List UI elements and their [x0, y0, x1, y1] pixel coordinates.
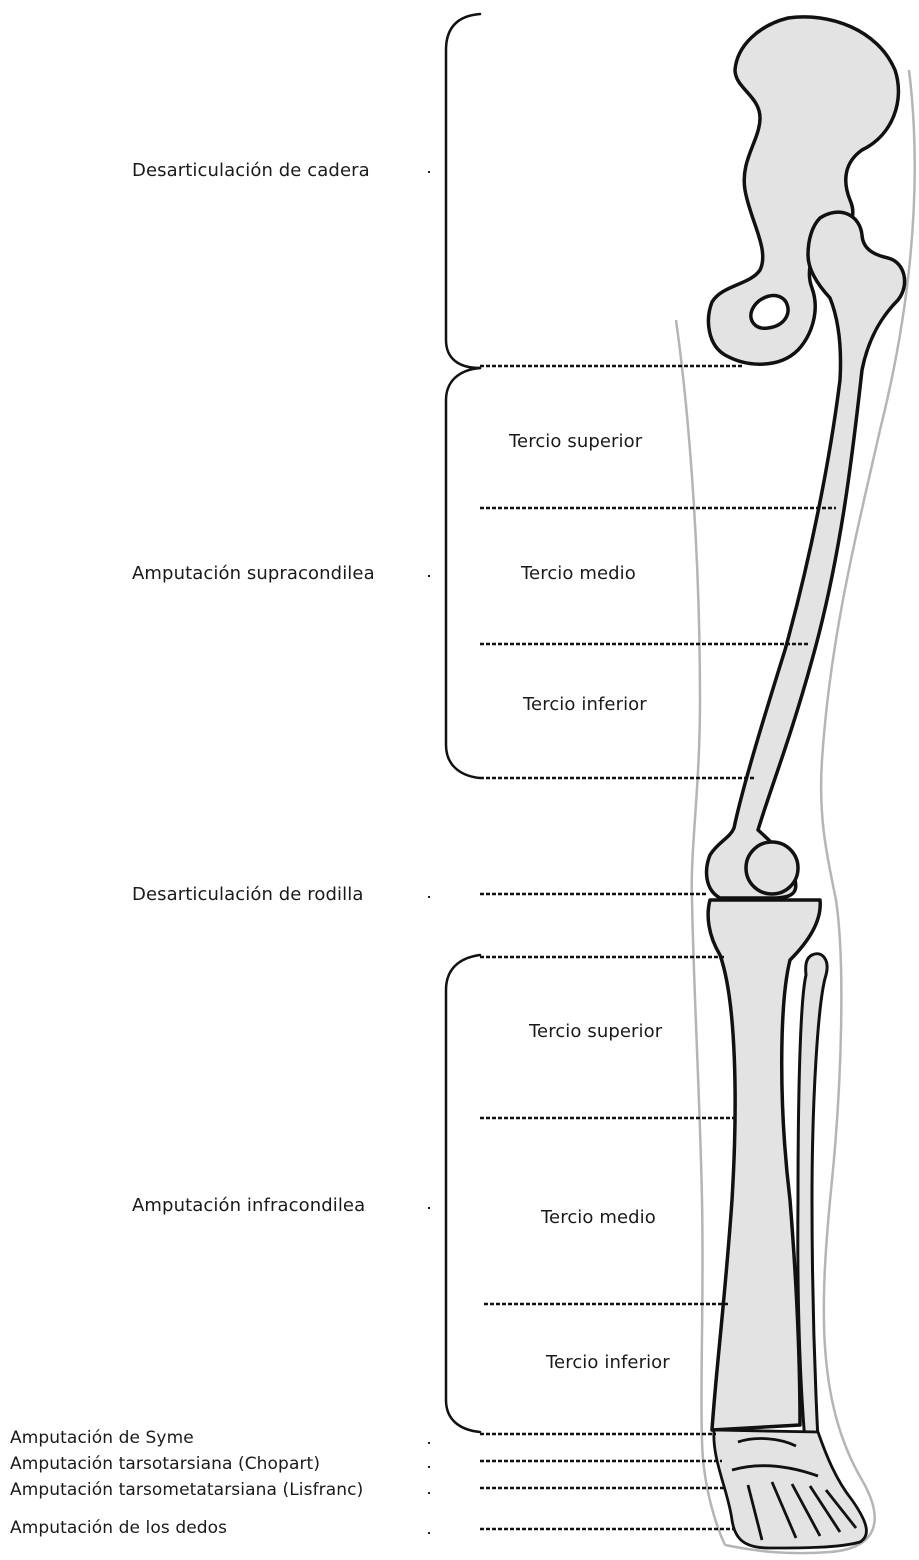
- supracondylar-bracket: [446, 368, 480, 778]
- label-infracondylar-amputation: Amputación infracondilea: [132, 1195, 365, 1217]
- separator-dot: [428, 1442, 430, 1444]
- brackets: [446, 14, 480, 1432]
- separator-dot: [428, 1207, 430, 1209]
- label-leg-middle-third: Tercio medio: [541, 1207, 656, 1229]
- label-hip-disarticulation: Desarticulación de cadera: [132, 160, 370, 182]
- label-thigh-lower-third: Tercio inferior: [523, 694, 647, 716]
- label-leg-upper-third: Tercio superior: [529, 1021, 662, 1043]
- separator-dot: [428, 575, 430, 577]
- label-lisfranc-amputation: Amputación tarsometatarsiana (Lisfranc): [10, 1480, 363, 1500]
- fibula-bone: [798, 954, 827, 1442]
- separator-dot: [428, 1466, 430, 1468]
- label-syme-amputation: Amputación de Syme: [10, 1428, 194, 1448]
- separator-dot: [428, 1492, 430, 1494]
- label-toe-amputation: Amputación de los dedos: [10, 1518, 227, 1538]
- label-leg-lower-third: Tercio inferior: [546, 1352, 670, 1374]
- label-thigh-upper-third: Tercio superior: [509, 431, 642, 453]
- hip-bracket: [446, 14, 480, 368]
- label-knee-disarticulation: Desarticulación de rodilla: [132, 884, 363, 906]
- label-chopart-amputation: Amputación tarsotarsiana (Chopart): [10, 1454, 320, 1474]
- label-supracondylar-amputation: Amputación supracondilea: [132, 563, 375, 585]
- infracondylar-bracket: [446, 955, 480, 1432]
- separator-dot: [428, 171, 430, 173]
- separator-dot: [428, 1532, 430, 1534]
- separator-dot: [428, 896, 430, 898]
- label-thigh-middle-third: Tercio medio: [521, 563, 636, 585]
- foot-bones: [714, 1430, 867, 1548]
